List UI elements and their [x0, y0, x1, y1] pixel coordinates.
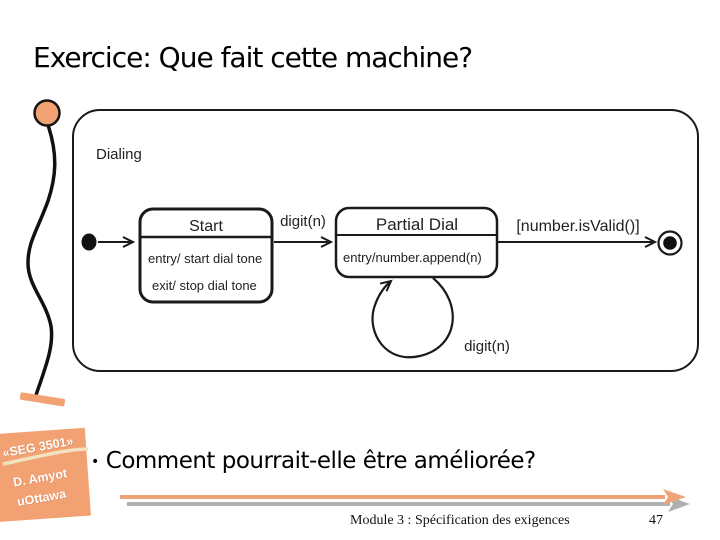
digit-transition-label: digit(n) [280, 213, 326, 230]
footer-arrow-orange-head [663, 489, 686, 505]
start-state-title: Start [189, 218, 223, 235]
start-exit-action: exit/ stop dial tone [152, 278, 257, 293]
dialing-label: Dialing [96, 146, 142, 163]
bullet-line: • Comment pourrait-elle être améliorée? [91, 448, 536, 474]
page-number: 47 [649, 513, 663, 528]
badge-swoosh-line [2, 447, 89, 466]
bullet-text: Comment pourrait-elle être améliorée? [105, 448, 537, 474]
footer-arrows [120, 489, 690, 512]
start-entry-action: entry/ start dial tone [148, 251, 262, 266]
partial-dial-title: Partial Dial [376, 215, 458, 234]
balloon-decoration [2, 99, 89, 466]
self-loop-label: digit(n) [464, 338, 510, 355]
balloon-string [26, 123, 57, 397]
start-state [138, 207, 274, 304]
balloon-icon [33, 99, 61, 127]
initial-state-icon [81, 233, 97, 251]
final-state-inner-icon [663, 236, 677, 250]
state-diagram: Dialing Start entry/ start dial tone exi… [72, 109, 699, 372]
bullet-icon: • [91, 454, 99, 470]
partial-dial-state [334, 206, 499, 279]
footer-module-label: Module 3 : Spécification des exigences [350, 513, 570, 528]
slide-title: Exercice: Que fait cette machine? [33, 41, 473, 74]
balloon-base [19, 392, 66, 407]
partial-entry-action: entry/number.append(n) [343, 250, 482, 265]
self-loop-arrow [371, 277, 454, 359]
valid-transition-label: [number.isValid()] [516, 218, 639, 235]
